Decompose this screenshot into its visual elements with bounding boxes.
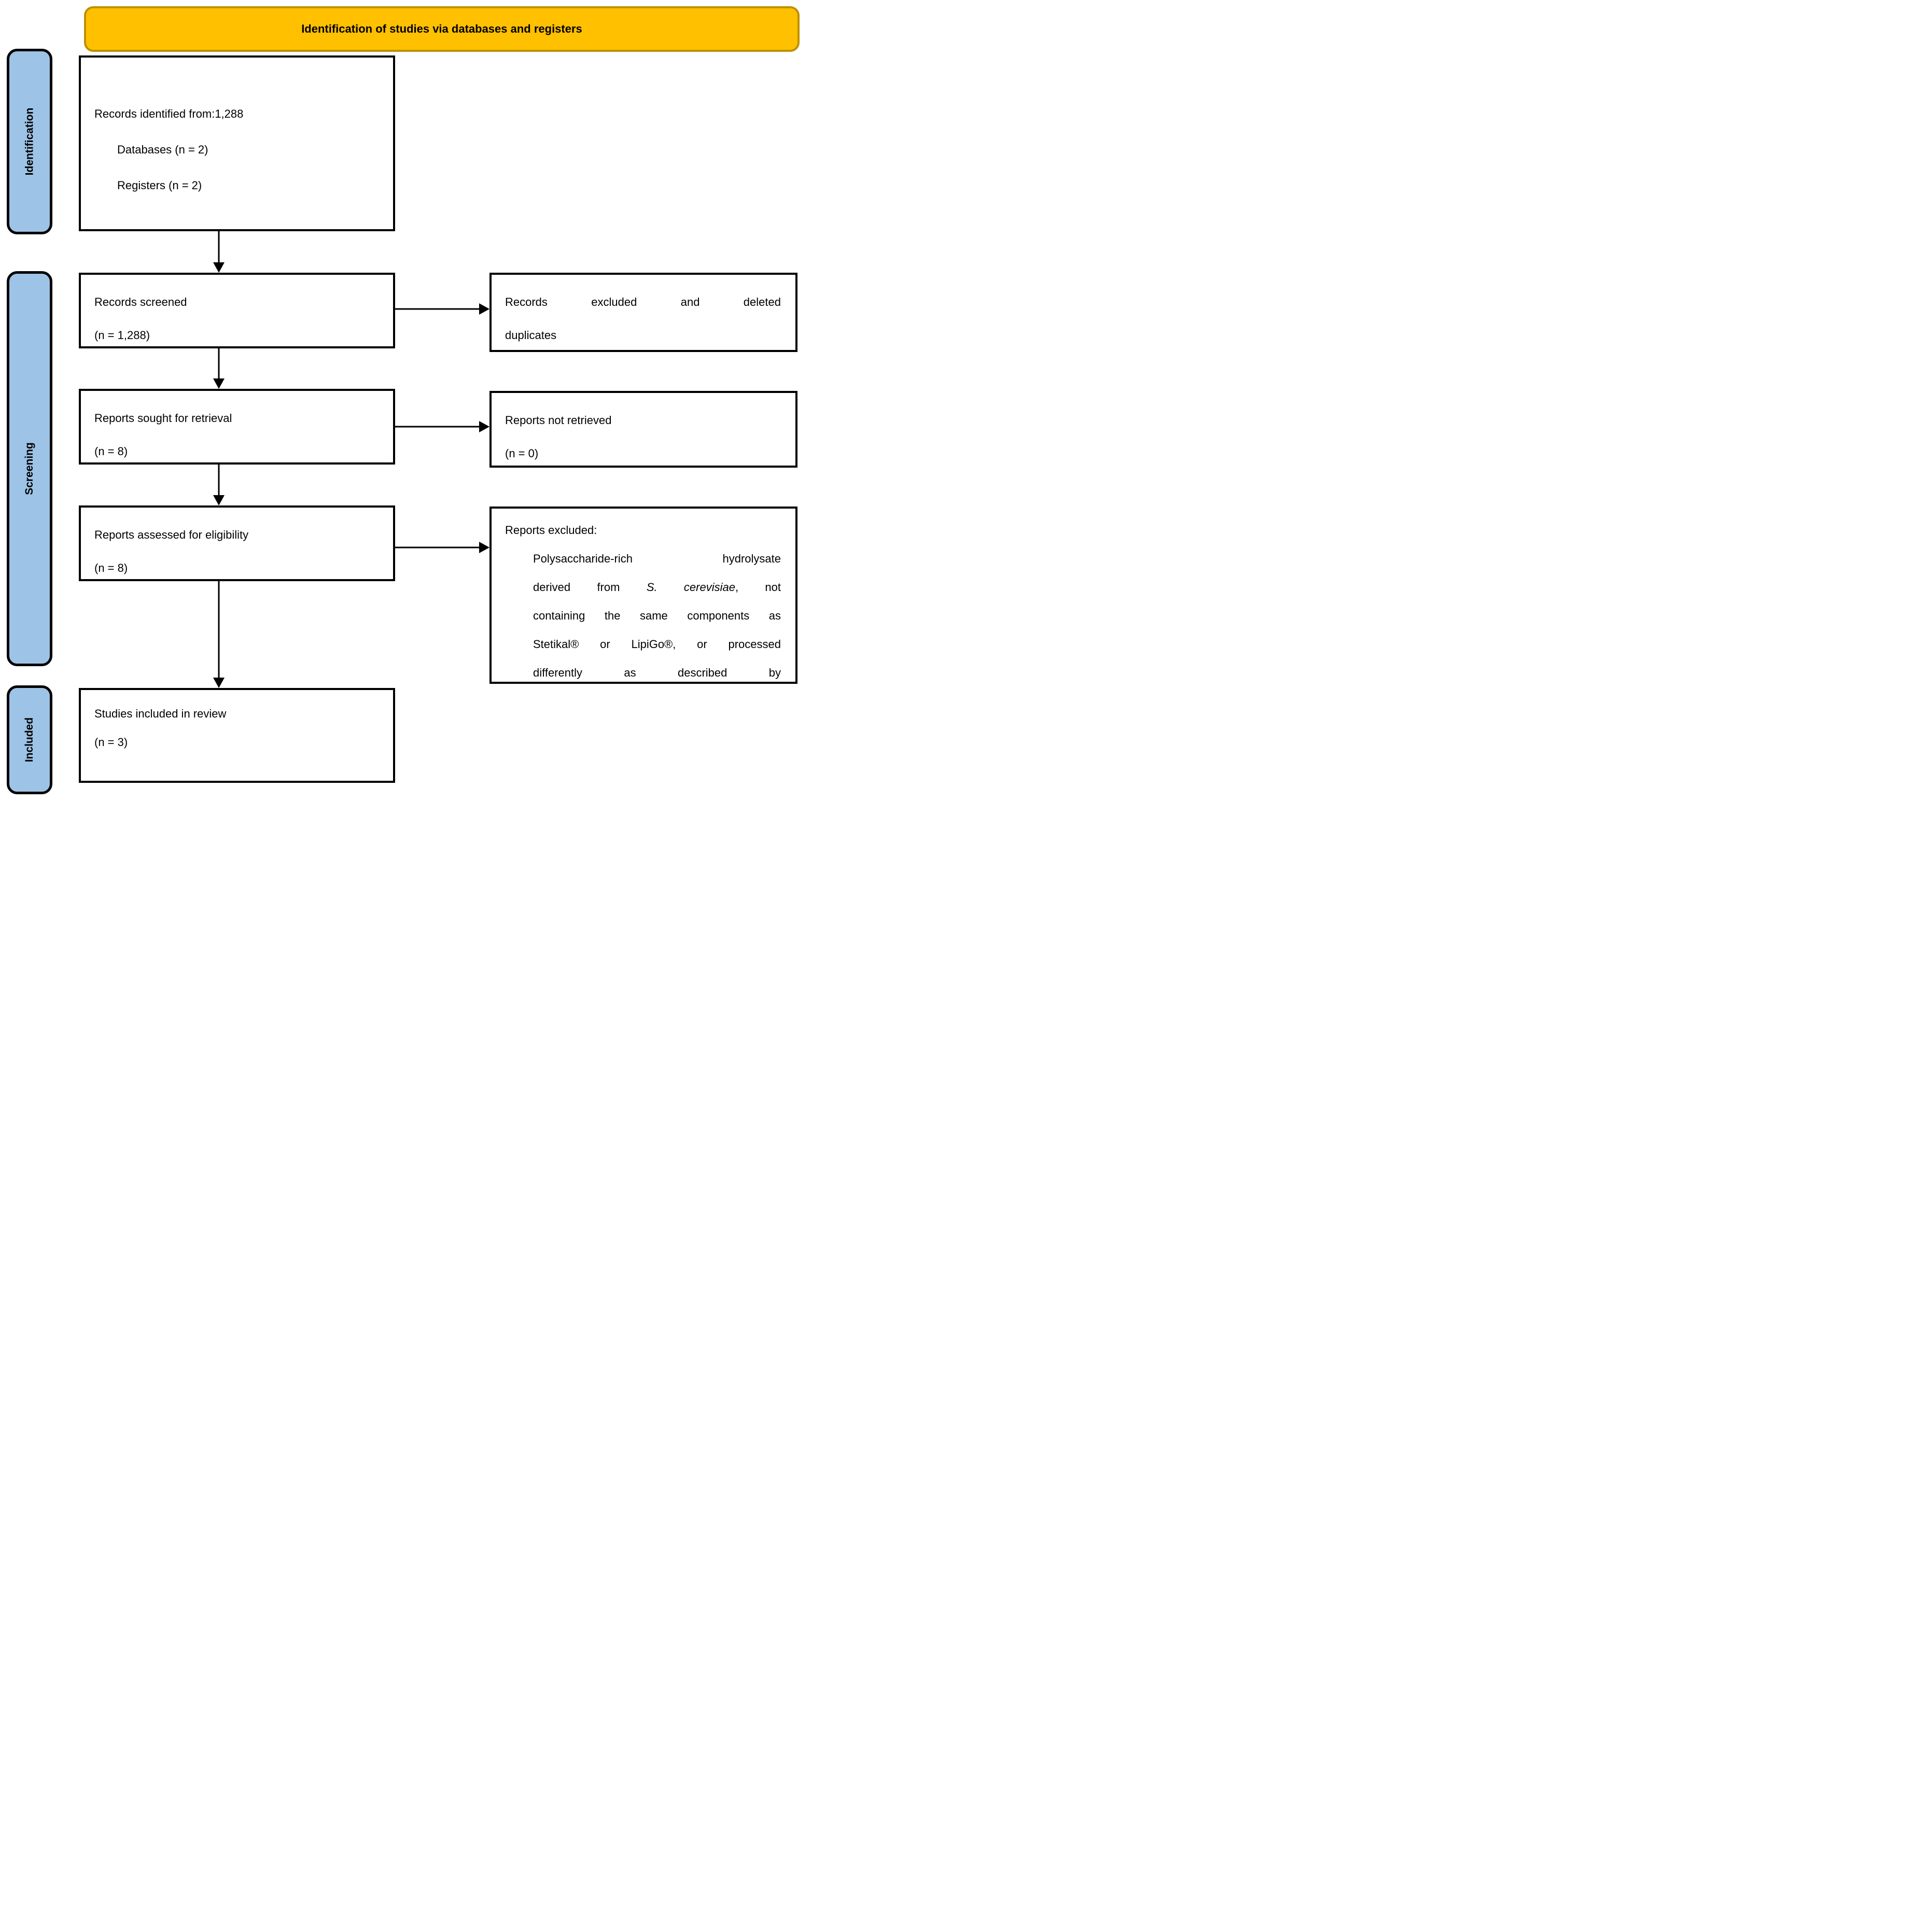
arrow-down-assessed-to-included [213, 581, 225, 688]
arrow-stem [218, 231, 220, 263]
arrow-head-right-icon [479, 421, 489, 432]
reason-line2-post: , not [735, 581, 781, 594]
stage-included-label: Included [23, 717, 35, 763]
reports-excluded-reason-line1: Polysaccharide-rich hydrolysate [533, 552, 781, 565]
banner: Identification of studies via databases … [84, 6, 800, 52]
box-studies-included: Studies included in review (n = 3) [79, 688, 395, 783]
reports-not-retrieved-line2: (n = 0) [505, 447, 539, 460]
box-records-identified: Records identified from:1,288 Databases … [79, 55, 395, 231]
arrow-down-identified-to-screened [213, 231, 225, 273]
reports-assessed-line1: Reports assessed for eligibility [94, 528, 249, 541]
stage-identification-label: Identification [23, 107, 36, 176]
arrow-right-assessed-to-excluded [395, 542, 489, 553]
studies-included-line1: Studies included in review [94, 707, 227, 720]
records-excluded-line1: Records excluded and deleted [505, 296, 781, 308]
arrow-head-down-icon [213, 262, 225, 273]
box-records-excluded: Records excluded and deleted duplicates [489, 273, 797, 352]
reports-excluded-heading: Reports excluded: [505, 524, 597, 537]
stage-screening-label: Screening [23, 442, 36, 495]
reports-not-retrieved-line1: Reports not retrieved [505, 414, 612, 427]
reports-assessed-line2: (n = 8) [94, 561, 128, 574]
stage-included: Included [7, 685, 52, 794]
records-screened-line2: (n = 1,288) [94, 329, 150, 342]
box-records-screened: Records screened (n = 1,288) [79, 273, 395, 348]
arrow-down-sought-to-assessed [213, 465, 225, 505]
arrow-stem [218, 348, 220, 379]
arrow-head-right-icon [479, 303, 489, 315]
studies-included-line2: (n = 3) [94, 736, 128, 749]
arrow-right-screened-to-excluded [395, 303, 489, 315]
reports-excluded-reason-line4: Stetikal® or LipiGo®, or processed [533, 638, 781, 651]
box-reports-assessed: Reports assessed for eligibility (n = 8) [79, 505, 395, 581]
arrow-stem [218, 465, 220, 496]
box-reports-not-retrieved: Reports not retrieved (n = 0) [489, 391, 797, 468]
arrow-head-right-icon [479, 542, 489, 553]
arrow-right-sought-to-not-retrieved [395, 421, 489, 432]
prisma-flow-diagram: Identification of studies via databases … [0, 0, 805, 803]
stage-identification: Identification [7, 49, 52, 234]
reports-excluded-reason-line3: containing the same components as [533, 609, 781, 622]
records-screened-line1: Records screened [94, 296, 187, 308]
records-identified-line2: Databases (n = 2) [117, 143, 208, 156]
arrow-stem [395, 546, 481, 549]
reports-sought-line2: (n = 8) [94, 445, 128, 458]
records-identified-line1: Records identified from:1,288 [94, 107, 244, 120]
reports-sought-line1: Reports sought for retrieval [94, 412, 232, 425]
stage-screening: Screening [7, 271, 52, 666]
arrow-stem [218, 581, 220, 679]
arrow-head-down-icon [213, 378, 225, 389]
arrow-down-screened-to-sought [213, 348, 225, 389]
arrow-stem [395, 308, 481, 310]
box-reports-sought: Reports sought for retrieval (n = 8) [79, 389, 395, 465]
box-reports-excluded-reasons: Reports excluded: Polysaccharide-rich hy… [489, 507, 797, 684]
reason-line2-pre: derived from [533, 581, 647, 594]
arrow-head-down-icon [213, 495, 225, 505]
reports-excluded-reason-line2: derived from S. cerevisiae, not [533, 573, 781, 601]
arrow-stem [395, 426, 481, 428]
reason-line2-species: S. cerevisiae [646, 581, 735, 594]
reports-excluded-reason-line5: differently as described by [533, 666, 781, 679]
banner-title: Identification of studies via databases … [301, 22, 582, 35]
arrow-head-down-icon [213, 678, 225, 688]
records-identified-line3: Registers (n = 2) [117, 179, 202, 192]
records-excluded-line2: duplicates [505, 329, 557, 342]
